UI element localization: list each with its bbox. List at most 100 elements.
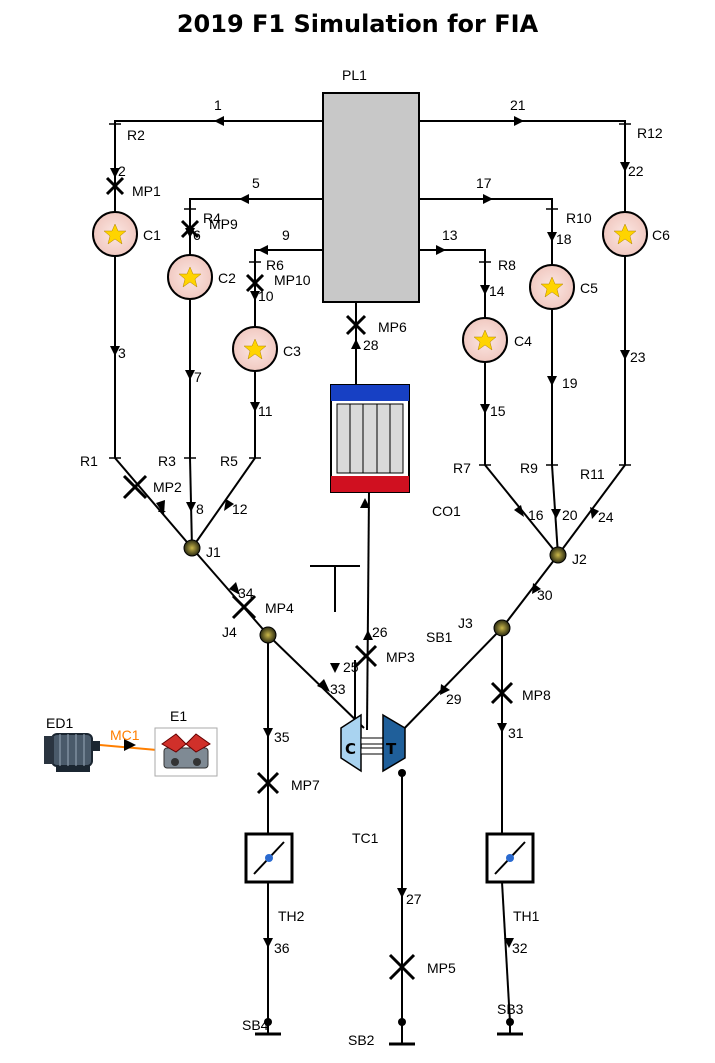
label-pipe-33: 33: [330, 681, 346, 697]
label-c4: C4: [514, 333, 532, 349]
label-pipe-16: 16: [528, 507, 544, 523]
intercooler-co1[interactable]: [330, 384, 410, 493]
cylinder-c4[interactable]: [462, 317, 508, 363]
label-turbo-c: C: [345, 740, 356, 758]
label-pipe-8: 8: [196, 501, 204, 517]
cylinder-c3[interactable]: [232, 326, 278, 372]
plenum-pl1[interactable]: [322, 92, 420, 303]
dyno-ed1[interactable]: [44, 733, 100, 772]
label-c2: C2: [218, 270, 236, 286]
label-sb1: SB1: [426, 629, 453, 645]
mp6-mark: [345, 314, 367, 336]
label-mp7: MP7: [291, 777, 320, 793]
junction-j1[interactable]: [183, 539, 201, 557]
label-pipe-32: 32: [512, 940, 528, 956]
label-pipe-34: 34: [238, 585, 254, 601]
label-pipe-36: 36: [274, 940, 290, 956]
label-co1: CO1: [432, 503, 461, 519]
label-r4: R4: [203, 210, 221, 226]
cylinder-c1[interactable]: [92, 211, 138, 257]
cylinder-c5[interactable]: [529, 264, 575, 310]
label-pipe-26: 26: [372, 624, 388, 640]
label-th1: TH1: [513, 908, 540, 924]
throttle-th2[interactable]: [244, 832, 294, 884]
label-pipe-3: 3: [118, 345, 126, 361]
cylinder-c2[interactable]: [167, 254, 213, 300]
label-pipe-30: 30: [537, 587, 553, 603]
label-j1: J1: [206, 544, 221, 560]
mp2-mark: [122, 474, 148, 500]
label-pipe-14: 14: [489, 283, 505, 299]
boundary-sb3[interactable]: [497, 1018, 523, 1036]
mp4-mark: [231, 594, 257, 620]
cylinder-labels: C1 C2 C3 C4 C5 C6: [143, 227, 670, 359]
label-mp6: MP6: [378, 319, 407, 335]
label-pipe-10: 10: [258, 288, 274, 304]
label-pipe-7: 7: [194, 369, 202, 385]
junction-j3[interactable]: [493, 619, 511, 637]
restriction-labels: R1 R2 R3 R4 R5 R6 R7 R8 R9 R10 R11 R12: [80, 125, 663, 482]
engine-e1[interactable]: [154, 727, 218, 777]
label-pipe-31: 31: [508, 725, 524, 741]
measurement-marks: [105, 176, 514, 981]
label-sb2: SB2: [348, 1032, 375, 1048]
mp10-mark: [245, 273, 265, 293]
label-pipe-1: 1: [214, 97, 222, 113]
label-r7: R7: [453, 460, 471, 476]
label-j4: J4: [222, 624, 237, 640]
boundary-sb2[interactable]: [389, 1018, 415, 1046]
label-pipe-28: 28: [363, 337, 379, 353]
system-boundaries: [255, 1018, 523, 1046]
junction-labels: J1 J2 J3 J4: [206, 544, 587, 640]
label-pipe-22: 22: [628, 163, 644, 179]
label-turbo-t: T: [386, 740, 397, 758]
label-pipe-11: 11: [258, 403, 273, 419]
mp7-mark: [256, 771, 280, 795]
boundary-sb4[interactable]: [255, 1018, 281, 1036]
label-r2: R2: [127, 127, 145, 143]
label-j3: J3: [458, 615, 473, 631]
cylinder-c6[interactable]: [602, 211, 648, 257]
label-pipe-9: 9: [282, 227, 290, 243]
label-pipe-17: 17: [476, 175, 492, 191]
turbocharger-tc1[interactable]: [340, 713, 406, 777]
label-r8: R8: [498, 257, 516, 273]
restriction-ticks: [109, 123, 631, 466]
turbine-icon: [382, 713, 406, 773]
label-mp5: MP5: [427, 960, 456, 976]
label-pl1: PL1: [342, 67, 367, 83]
label-r12: R12: [637, 125, 663, 141]
cylinders: [92, 211, 648, 372]
label-mp10: MP10: [274, 272, 311, 288]
label-pipe-5: 5: [252, 175, 260, 191]
label-pipe-6: 6: [193, 227, 201, 243]
label-r1: R1: [80, 453, 98, 469]
throttle-th1[interactable]: [485, 832, 535, 884]
label-pipe-21: 21: [510, 97, 526, 113]
label-th2: TH2: [278, 908, 305, 924]
pipe-labels: 1 2 3 4 5 6 7 8 9 10 11 12 13 14 15 16 1…: [118, 97, 646, 956]
label-r9: R9: [520, 460, 538, 476]
label-r5: R5: [220, 453, 238, 469]
label-tc1: TC1: [352, 830, 379, 846]
label-pipe-4: 4: [158, 501, 166, 517]
label-pipe-29: 29: [446, 691, 462, 707]
label-c6: C6: [652, 227, 670, 243]
mp8-mark: [490, 681, 514, 705]
flow-arrows: [110, 116, 630, 948]
label-pipe-24: 24: [598, 509, 614, 525]
label-pipe-13: 13: [442, 227, 458, 243]
label-c3: C3: [283, 343, 301, 359]
component-labels: PL1 CO1 TC1 E1 ED1 MC1 TH2 TH1 SB1 SB2 S…: [46, 67, 540, 1048]
label-pipe-19: 19: [562, 375, 578, 391]
label-pipe-15: 15: [490, 403, 506, 419]
label-r11: R11: [580, 466, 605, 482]
label-ed1: ED1: [46, 715, 73, 731]
mp1-mark: [105, 176, 125, 196]
label-mp9: MP9: [209, 216, 238, 232]
label-r3: R3: [158, 453, 176, 469]
junction-j4[interactable]: [259, 626, 277, 644]
junction-j2[interactable]: [549, 546, 567, 564]
label-pipe-25: 25: [343, 659, 359, 675]
